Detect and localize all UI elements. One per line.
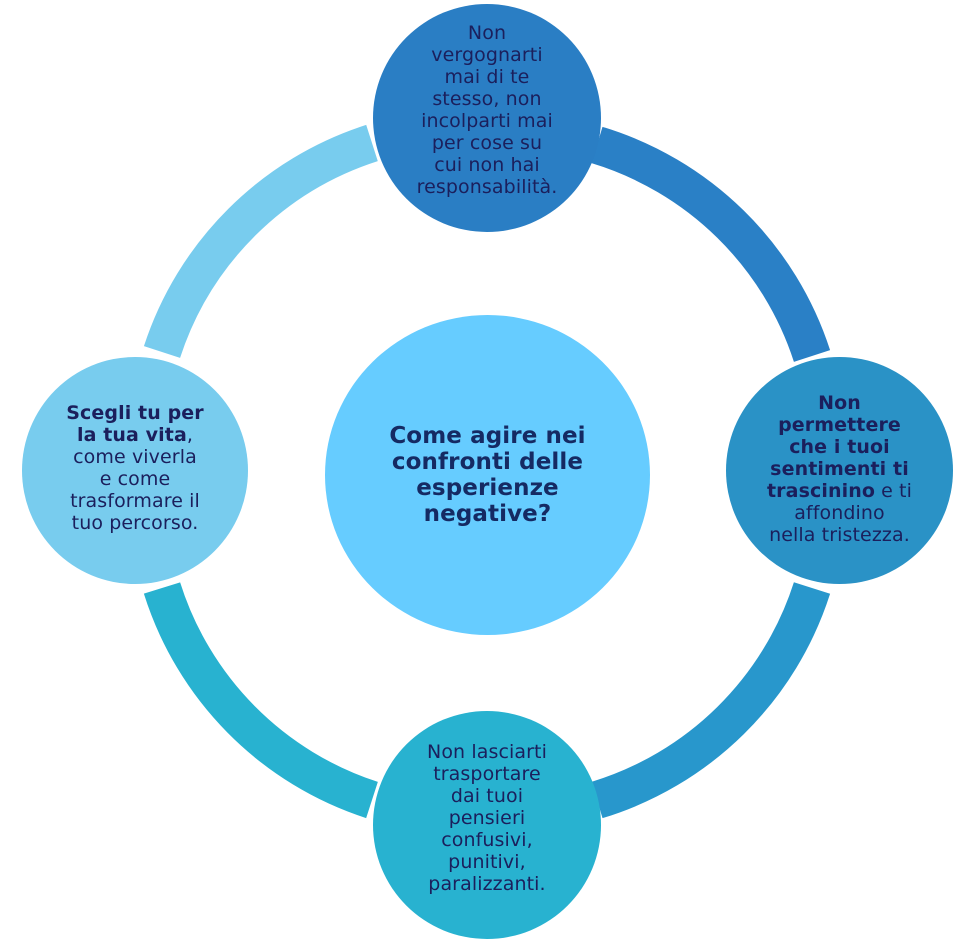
right-line: nella tristezza.: [769, 523, 910, 546]
right-bold-line: Non: [818, 391, 861, 414]
center-line: esperienze: [416, 475, 559, 501]
bottom-circle: Non lasciarti trasportare dai tuoi pensi…: [373, 711, 601, 939]
bottom-text: Non lasciarti trasportare dai tuoi pensi…: [427, 741, 547, 895]
top-line: Non: [467, 22, 507, 44]
bottom-line: punitivi,: [448, 851, 526, 873]
left-line: tuo percorso.: [71, 511, 199, 534]
bottom-line: paralizzanti.: [428, 873, 546, 895]
right-bold-line: permettere: [778, 413, 901, 436]
bottom-line: dai tuoi: [450, 785, 524, 807]
center-line: confronti delle: [391, 449, 584, 475]
left-line: come viverla: [73, 445, 197, 468]
right-text: Non permettere che i tuoi sentimenti ti …: [767, 392, 912, 546]
bottom-line: trasportare: [433, 763, 541, 785]
left-inline-rest: ,: [186, 423, 194, 446]
right-bold-line: sentimenti ti: [770, 457, 909, 480]
right-circle: Non permettere che i tuoi sentimenti ti …: [726, 357, 953, 584]
right-bold-inline: trascinino: [767, 479, 875, 502]
top-line: cui non hai: [434, 154, 540, 176]
left-circle: Scegli tu per la tua vita, come viverla …: [22, 357, 248, 584]
center-text: Come agire nei confronti delle esperienz…: [389, 423, 585, 527]
left-line: trasformare il: [70, 489, 200, 512]
center-circle: Come agire nei confronti delle esperienz…: [325, 315, 650, 635]
top-text: Non vergognarti mai di te stesso, non in…: [417, 22, 558, 198]
top-line: incolparti mai: [421, 110, 553, 132]
right-bold-line: che i tuoi: [789, 435, 890, 458]
right-line: affondino: [794, 501, 885, 524]
top-line: vergognarti: [431, 44, 543, 66]
left-line: e come: [99, 467, 171, 490]
arc-right-bottom: [591, 582, 831, 819]
arc-left-top: [143, 124, 378, 358]
arc-top-right: [591, 126, 831, 362]
center-line: Come agire nei: [389, 423, 586, 449]
right-inline-rest: e ti: [874, 479, 912, 502]
center-line: negative?: [423, 501, 552, 527]
bottom-line: pensieri: [448, 807, 526, 829]
bottom-line: Non lasciarti: [427, 741, 547, 763]
top-line: responsabilità.: [416, 176, 558, 198]
top-line: per cose su: [431, 132, 543, 154]
left-bold-line: Scegli tu per: [66, 401, 204, 424]
top-circle: Non vergognarti mai di te stesso, non in…: [373, 4, 601, 232]
bottom-line: confusivi,: [441, 829, 533, 851]
left-bold-inline: la tua vita: [76, 423, 187, 446]
top-line: stesso, non: [432, 88, 542, 110]
left-text: Scegli tu per la tua vita, come viverla …: [66, 402, 203, 534]
arc-bottom-left: [143, 582, 378, 819]
top-line: mai di te: [444, 66, 530, 88]
